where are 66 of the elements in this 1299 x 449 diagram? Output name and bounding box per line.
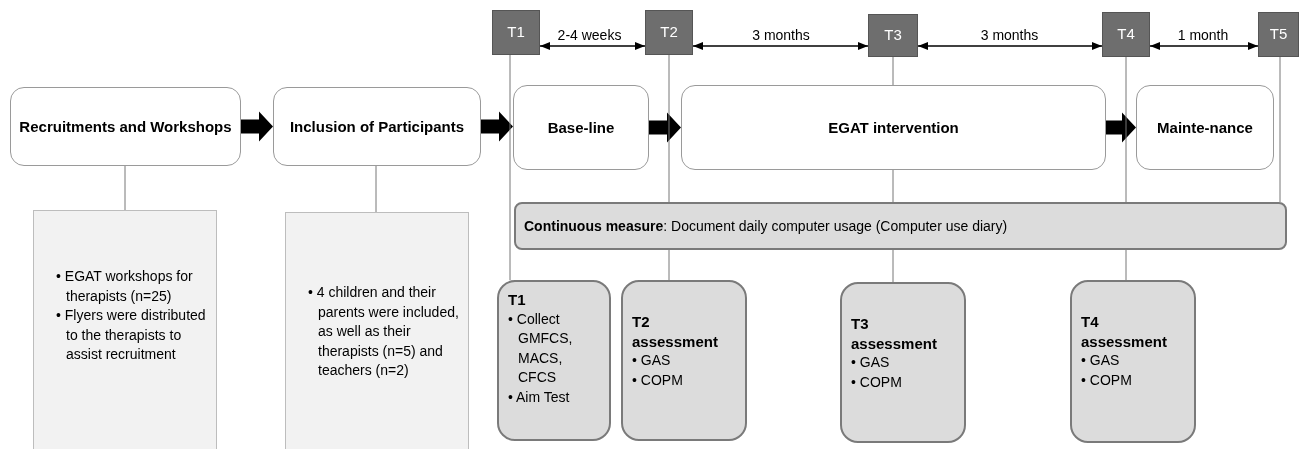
measure-text: Continuous measure: Document daily computer usage (Computer use diary) <box>524 216 1008 236</box>
list-item: • EGAT workshops for therapists (n=25) <box>56 267 194 306</box>
duration-arrow <box>917 42 1103 50</box>
note-box <box>33 210 217 449</box>
connector-line <box>892 249 894 283</box>
connector-line <box>509 54 511 281</box>
block-arrow <box>481 111 513 142</box>
list-item: • GAS <box>632 351 672 370</box>
connector-line <box>892 169 894 203</box>
duration-arrow <box>1149 42 1259 50</box>
process-box <box>513 85 649 170</box>
connector-line <box>124 165 126 211</box>
time-point-tag <box>492 10 540 55</box>
duration-arrow <box>692 42 869 50</box>
box-title: Inclusion of Participants <box>289 116 465 137</box>
assessment-box <box>840 282 966 443</box>
process-box <box>273 87 481 166</box>
edge-label: 2-4 weeks <box>557 27 622 43</box>
duration-arrow <box>539 42 646 50</box>
list-item: • GAS <box>1081 351 1121 370</box>
process-box <box>1136 85 1274 170</box>
block-arrow <box>241 111 273 142</box>
list-item: • Collect GMFCS, MACS, CFCS <box>508 309 574 387</box>
process-box <box>10 87 241 166</box>
tag-label: T4 <box>1117 24 1135 45</box>
process-box <box>681 85 1106 170</box>
block-arrow <box>649 112 681 143</box>
connector-line <box>375 165 377 213</box>
edge-label: 3 months <box>752 27 810 43</box>
time-point-tag <box>645 10 693 55</box>
time-point-tag <box>1258 12 1299 57</box>
box-title: Mainte-nance <box>1157 117 1253 138</box>
box-title: Base-line <box>547 117 615 138</box>
list-item: • Aim Test <box>508 387 571 407</box>
time-point-tag <box>868 14 918 57</box>
tag-label: T5 <box>1269 24 1288 45</box>
box-title: EGAT intervention <box>828 117 959 138</box>
connector-line <box>1125 56 1127 203</box>
assessment-heading: T1 <box>508 290 527 310</box>
measure-bar <box>514 202 1287 250</box>
box-title: Recruitments and Workshops <box>19 116 232 137</box>
assessment-heading: T3 assessment <box>851 314 938 353</box>
assessment-box <box>621 280 747 441</box>
time-point-tag <box>1102 12 1150 57</box>
note-box <box>285 212 469 449</box>
list-item: • COPM <box>632 370 684 390</box>
connector-line <box>668 54 670 203</box>
assessment-heading: T2 assessment <box>632 312 719 351</box>
assessment-heading: T4 assessment <box>1081 312 1168 351</box>
connector-line <box>892 56 894 86</box>
list-item: • 4 children and their parents were included, as well as their therapists (n=5) and teachers (n=2) <box>308 283 460 380</box>
edge-label: 3 months <box>980 27 1039 43</box>
list-item: • Flyers were distributed to the therapists to assist recruitment <box>56 306 207 364</box>
list-item: • GAS <box>851 353 891 372</box>
list-item: • COPM <box>1081 370 1133 390</box>
tag-label: T2 <box>660 22 678 43</box>
tag-label: T1 <box>507 22 525 43</box>
connector-line <box>1279 56 1281 203</box>
list-item: • COPM <box>851 372 903 392</box>
assessment-box <box>1070 280 1196 443</box>
assessment-box <box>497 280 611 441</box>
connector-line <box>1125 249 1127 281</box>
tag-label: T3 <box>884 25 902 46</box>
block-arrow <box>1106 112 1136 143</box>
edge-label: 1 month <box>1177 27 1229 43</box>
connector-line <box>668 249 670 281</box>
